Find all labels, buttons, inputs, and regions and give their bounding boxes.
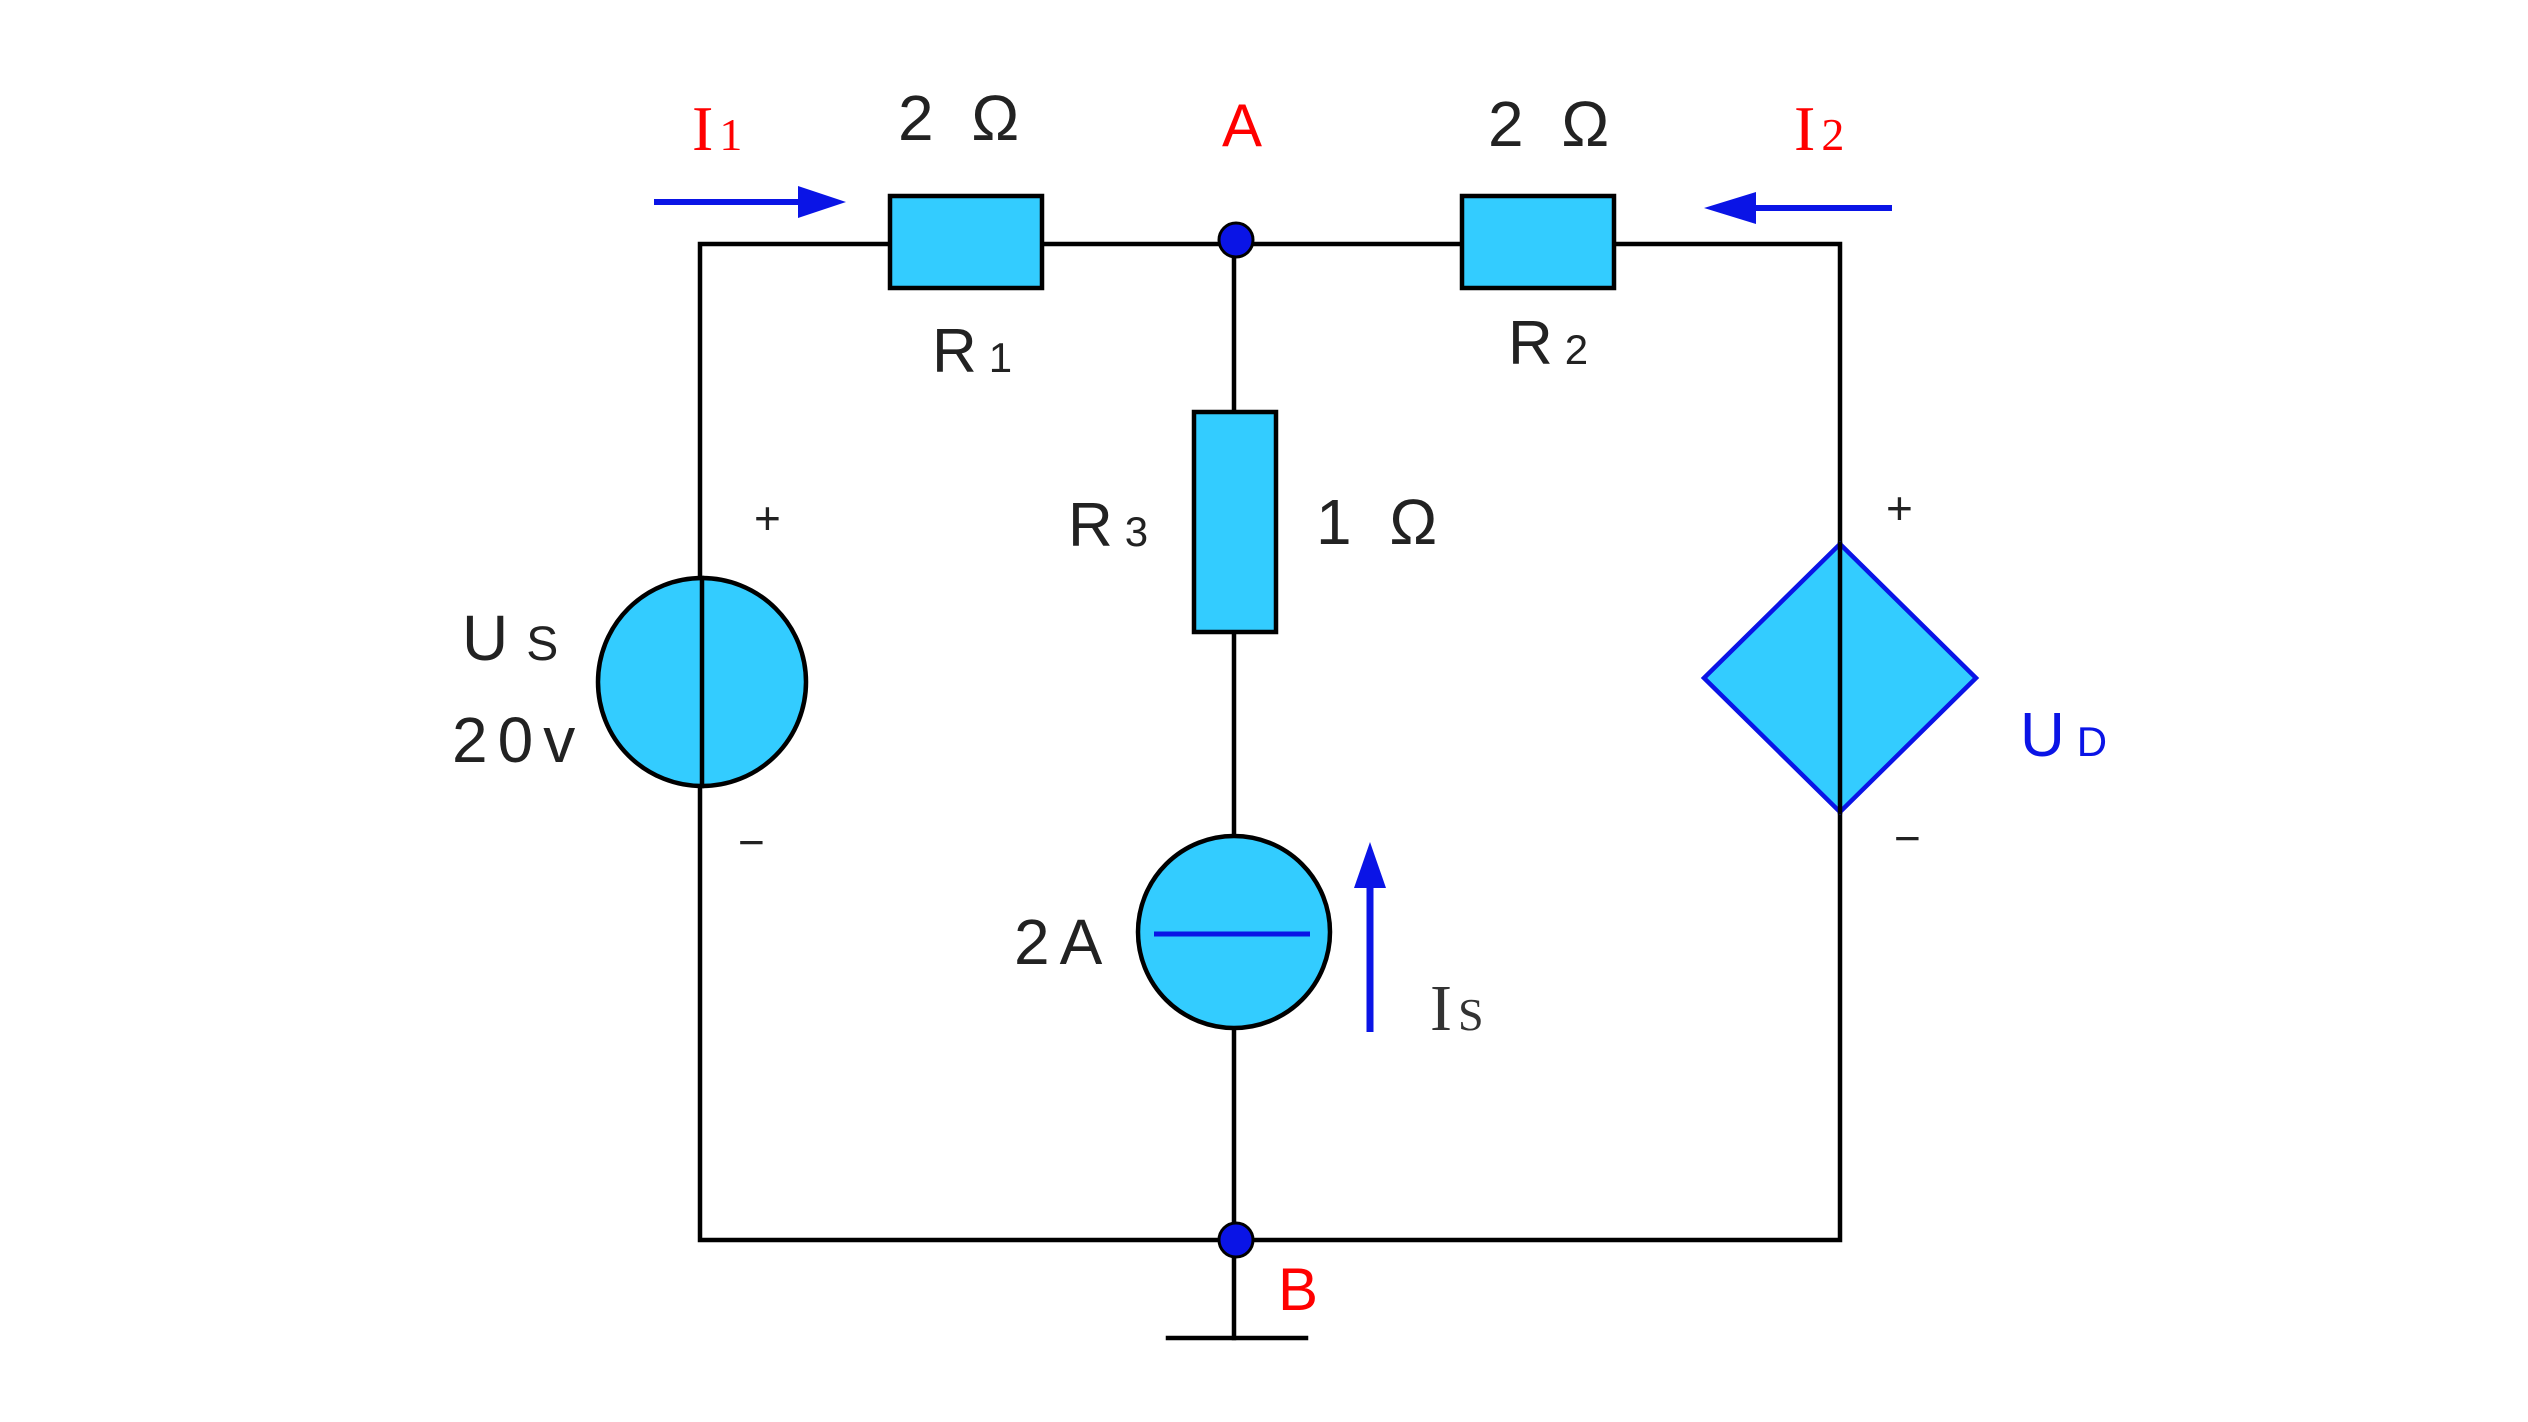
- nodes: A B: [1217, 92, 1328, 1323]
- resistor-r1-label: R1: [932, 317, 1012, 386]
- voltage-source-value: 20v: [452, 704, 585, 776]
- dependent-source-plus: +: [1886, 482, 1923, 534]
- resistor-r1-body: [887, 193, 1045, 291]
- arrow-is-head: [1354, 842, 1386, 888]
- resistor-r3-body: [1191, 409, 1279, 635]
- dependent-source-minus: −: [1894, 812, 1931, 864]
- dependent-source-label: UD: [2020, 701, 2107, 770]
- resistor-r3-value: 1 Ω: [1316, 486, 1447, 558]
- resistor-r1: 2 Ω R1: [887, 82, 1045, 386]
- dependent-source: + − UD: [1700, 482, 2107, 864]
- node-b-label: B: [1278, 1256, 1328, 1323]
- arrow-i2-head: [1704, 192, 1756, 224]
- wire-r2-right: [1611, 241, 1843, 547]
- arrow-i1-head: [798, 186, 846, 218]
- wire-right-bottom: [697, 783, 1843, 1243]
- resistor-r3-label: R3: [1068, 491, 1148, 560]
- node-a-label: A: [1222, 92, 1272, 159]
- node-a-dot: [1217, 221, 1255, 259]
- resistor-r2-body: [1459, 193, 1617, 291]
- resistor-r2-label: R2: [1508, 309, 1588, 378]
- current-source-value: 2A: [1014, 906, 1112, 978]
- resistor-r3: R3 1 Ω: [1068, 409, 1447, 635]
- voltage-source-plus: +: [754, 492, 791, 544]
- wires: [697, 237, 1843, 1341]
- voltage-source-minus: −: [738, 816, 775, 868]
- resistor-r2-value: 2 Ω: [1488, 88, 1619, 160]
- resistor-r2: 2 Ω R2: [1459, 88, 1619, 378]
- wire-left-top: [697, 241, 893, 583]
- resistor-r1-value: 2 Ω: [898, 82, 1029, 154]
- node-b-dot: [1217, 1221, 1255, 1259]
- current-source: 2A: [1014, 833, 1333, 1031]
